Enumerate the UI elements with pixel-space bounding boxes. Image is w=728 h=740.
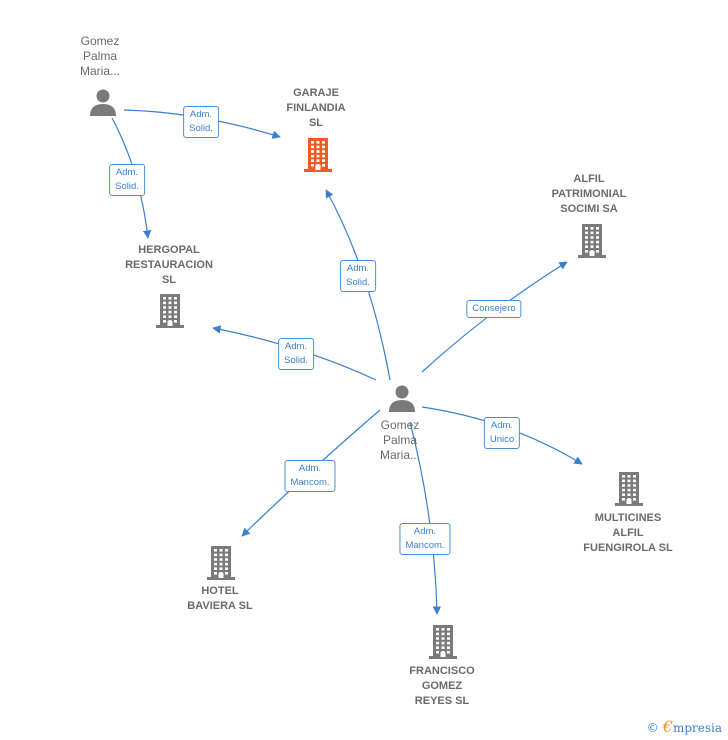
- building-icon[interactable]: [577, 222, 607, 263]
- node-label: HERGOPAL RESTAURACION SL: [125, 244, 213, 286]
- edge-role-label[interactable]: Adm. Solid.: [109, 164, 145, 196]
- edge-role-label[interactable]: Consejero: [466, 300, 522, 318]
- building-icon[interactable]: [614, 470, 644, 511]
- edge-role-label[interactable]: Adm. Solid.: [183, 106, 219, 138]
- edge-role-label[interactable]: Adm. Mancom.: [284, 460, 336, 492]
- brand-logo-initial: €: [662, 717, 673, 736]
- person-icon[interactable]: [88, 87, 118, 122]
- node-label: Gomez Palma Maria...: [379, 418, 421, 462]
- person-icon[interactable]: [387, 383, 417, 418]
- node-label: MULTICINES ALFIL FUENGIROLA SL: [583, 512, 673, 554]
- node-label: HOTEL BAVIERA SL: [187, 585, 253, 612]
- brand-footer[interactable]: ©€mpresia: [647, 717, 722, 736]
- building-icon[interactable]: [155, 292, 185, 333]
- node-label: FRANCISCO GOMEZ REYES SL: [409, 665, 475, 707]
- building-icon[interactable]: [303, 136, 333, 177]
- brand-logo-text: mpresia: [672, 721, 722, 735]
- relationship-edge: [409, 421, 442, 615]
- edge-role-label[interactable]: Adm. Mancom.: [399, 523, 451, 555]
- edge-role-label[interactable]: Adm. Unico: [483, 417, 521, 449]
- node-label: GARAJE FINLANDIA SL: [286, 87, 346, 129]
- copyright-symbol: ©: [646, 721, 659, 735]
- building-icon[interactable]: [206, 544, 236, 585]
- node-label: ALFIL PATRIMONIAL SOCIMI SA: [551, 173, 627, 215]
- node-label: Gomez Palma Maria...: [79, 34, 121, 78]
- building-icon[interactable]: [428, 623, 458, 664]
- edge-role-label[interactable]: Adm. Solid.: [278, 338, 314, 370]
- edge-role-label[interactable]: Adm. Solid.: [340, 260, 376, 292]
